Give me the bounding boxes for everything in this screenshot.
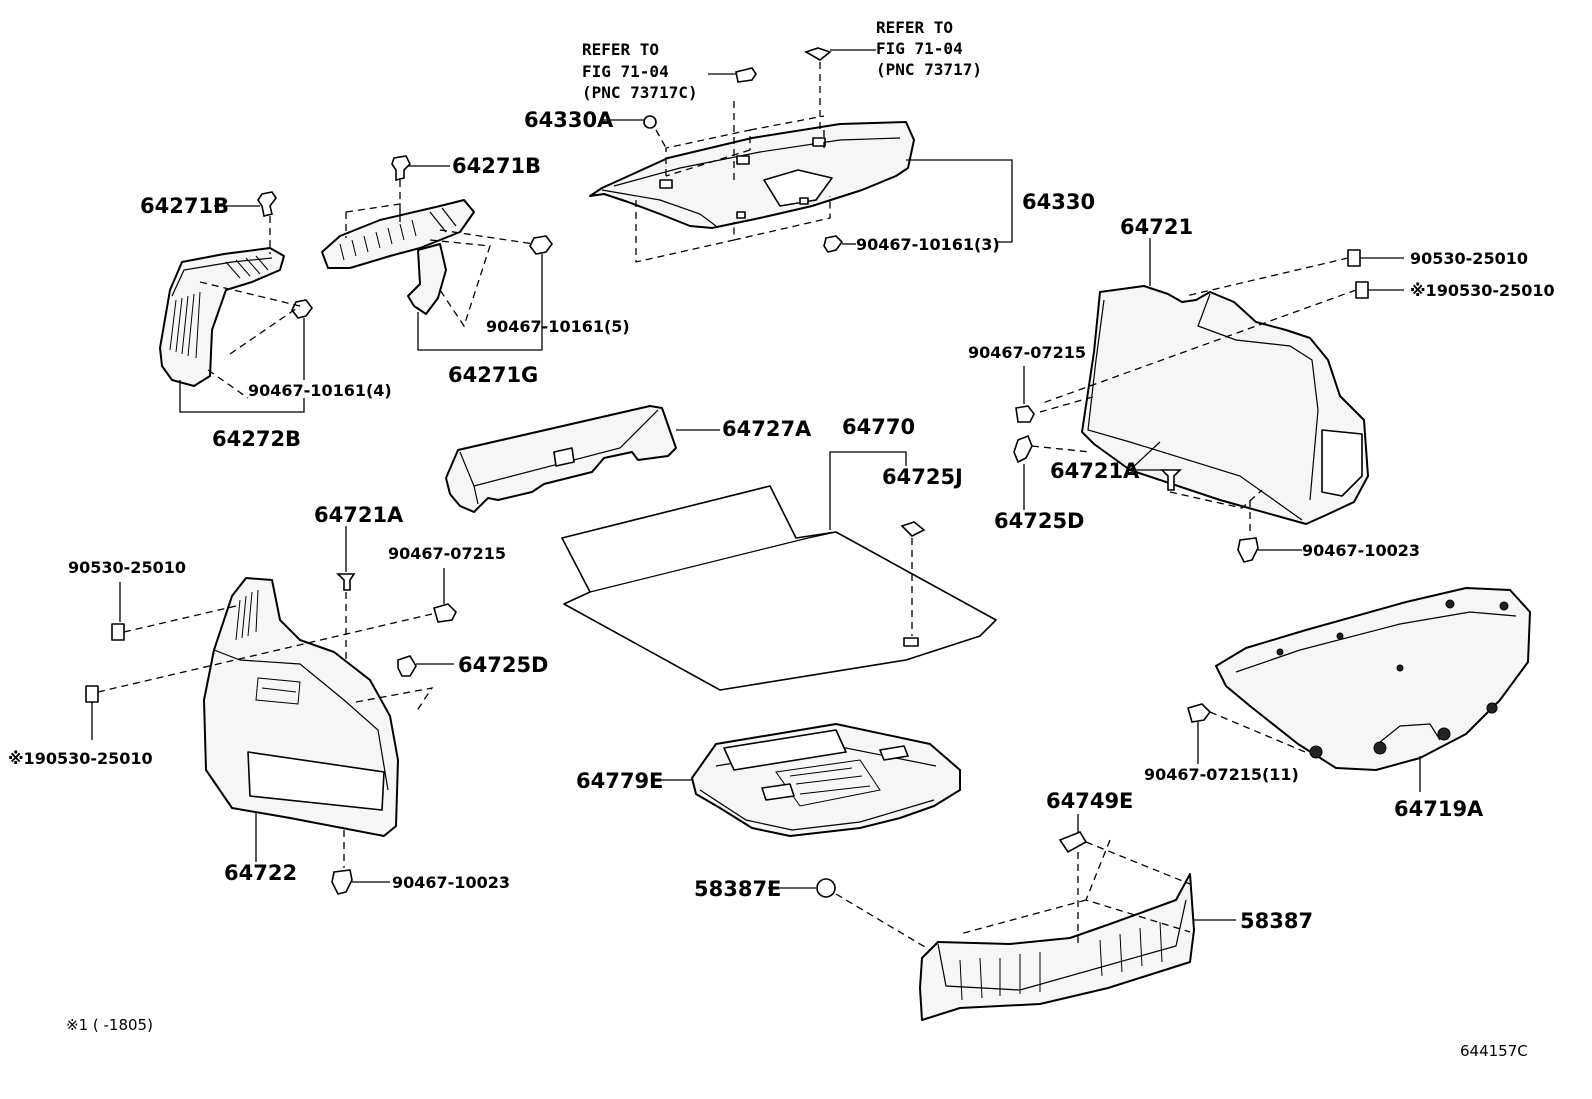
part-58387-sill-trim <box>919 873 1195 1021</box>
label-64271B-mid[interactable]: 64271B <box>452 154 541 178</box>
part-64770-floor-mat <box>561 485 997 691</box>
part-64271G-trim <box>321 199 475 315</box>
label-64727A[interactable]: 64727A <box>722 417 812 441</box>
part-64779E-tray <box>691 723 961 837</box>
label-64721A-right[interactable]: 64721A <box>1050 459 1140 483</box>
screw-64721A-r-icon <box>1126 469 1263 509</box>
clip-64749E-icon <box>959 814 1191 946</box>
label-90530-25010-left[interactable]: 90530-25010 <box>68 558 186 577</box>
label-refer-73717-3: (PNC 73717) <box>876 60 982 79</box>
label-refer-73717-1: REFER TO <box>876 18 953 37</box>
label-64272B[interactable]: 64272B <box>212 427 301 451</box>
label-90467-07215-right[interactable]: 90467-07215 <box>968 343 1086 362</box>
fastener-64330A-icon <box>600 115 657 129</box>
label-64725D-left[interactable]: 64725D <box>458 653 549 677</box>
label-64770[interactable]: 64770 <box>842 415 915 439</box>
tag-190530-25010-l-icon <box>85 685 99 740</box>
part-64719A-lid-trim <box>1215 587 1531 771</box>
label-64271G[interactable]: 64271G <box>448 363 538 387</box>
part-64721-right-trim <box>1081 285 1369 525</box>
label-64721[interactable]: 64721 <box>1120 215 1193 239</box>
figure-code: 644157C <box>1460 1042 1528 1060</box>
label-64779E[interactable]: 64779E <box>576 769 663 793</box>
screw-64721A-l-icon <box>336 526 356 660</box>
label-64271B-left[interactable]: 64271B <box>140 194 229 218</box>
clip-73717C-icon <box>708 67 757 83</box>
label-58387E[interactable]: 58387E <box>694 877 781 901</box>
label-90530-25010-right[interactable]: 90530-25010 <box>1410 249 1528 268</box>
assembly-line-64330 <box>635 98 831 263</box>
clip-90467-07215-11-icon <box>1187 703 1311 764</box>
clip-64271B-mid-icon <box>391 155 450 182</box>
label-64725J[interactable]: 64725J <box>882 465 963 489</box>
label-refer-73717C-1: REFER TO <box>582 40 659 59</box>
label-refer-73717C-2: FIG 71-04 <box>582 62 669 81</box>
part-64727A-bracket <box>445 405 677 513</box>
clip-58387E-icon <box>768 878 931 951</box>
label-refer-73717C-3: (PNC 73717C) <box>582 83 698 102</box>
tag-190530-25010-r-icon <box>1355 281 1404 299</box>
label-90467-07215-11[interactable]: 90467-07215(11) <box>1144 765 1299 784</box>
label-64749E[interactable]: 64749E <box>1046 789 1133 813</box>
label-90467-10161-4[interactable]: 90467-10161(4) <box>248 381 392 400</box>
label-64725D-right[interactable]: 64725D <box>994 509 1085 533</box>
part-64272B-trim <box>159 247 285 387</box>
tag-90530-25010-r-icon <box>1347 249 1404 267</box>
label-refer-73717-2: FIG 71-04 <box>876 39 963 58</box>
tag-90530-25010-l-icon <box>111 582 125 641</box>
clip-90467-07215-r-icon <box>1015 366 1035 423</box>
bracket-64725D-r-icon <box>1013 434 1033 510</box>
label-190530-25010-right[interactable]: ※190530-25010 <box>1410 281 1555 300</box>
label-190530-25010-left[interactable]: ※190530-25010 <box>8 749 153 768</box>
label-90467-10161-3[interactable]: 90467-10161(3) <box>856 235 1000 254</box>
clip-90467-10161-3-icon <box>823 235 856 253</box>
label-90467-07215-left[interactable]: 90467-07215 <box>388 544 506 563</box>
clip-73717-icon <box>804 47 876 61</box>
clip-90467-07215-l-icon <box>433 568 457 623</box>
label-90467-10023-left[interactable]: 90467-10023 <box>392 873 510 892</box>
clip-90467-10161-5-icon <box>529 235 553 255</box>
clip-90467-10023-r-icon <box>1237 500 1302 563</box>
label-64719A[interactable]: 64719A <box>1394 797 1484 821</box>
label-64330[interactable]: 64330 <box>1022 190 1095 214</box>
bracket-64725D-l-icon <box>397 655 454 677</box>
label-90467-10023-right[interactable]: 90467-10023 <box>1302 541 1420 560</box>
clip-90467-10023-l-icon <box>331 830 390 895</box>
label-64330A[interactable]: 64330A <box>524 108 614 132</box>
part-64722-left-trim <box>203 577 399 837</box>
clip-90467-10161-4-icon <box>291 299 313 380</box>
part-64330-tray-trim <box>589 121 915 229</box>
label-64722[interactable]: 64722 <box>224 861 297 885</box>
clip-64271B-left-icon <box>214 191 277 217</box>
label-64721A-left[interactable]: 64721A <box>314 503 404 527</box>
label-90467-10161-5[interactable]: 90467-10161(5) <box>486 317 630 336</box>
pad-64725J-icon <box>900 521 926 647</box>
label-58387[interactable]: 58387 <box>1240 909 1313 933</box>
footnote: ※1 ( -1805) <box>66 1016 153 1034</box>
